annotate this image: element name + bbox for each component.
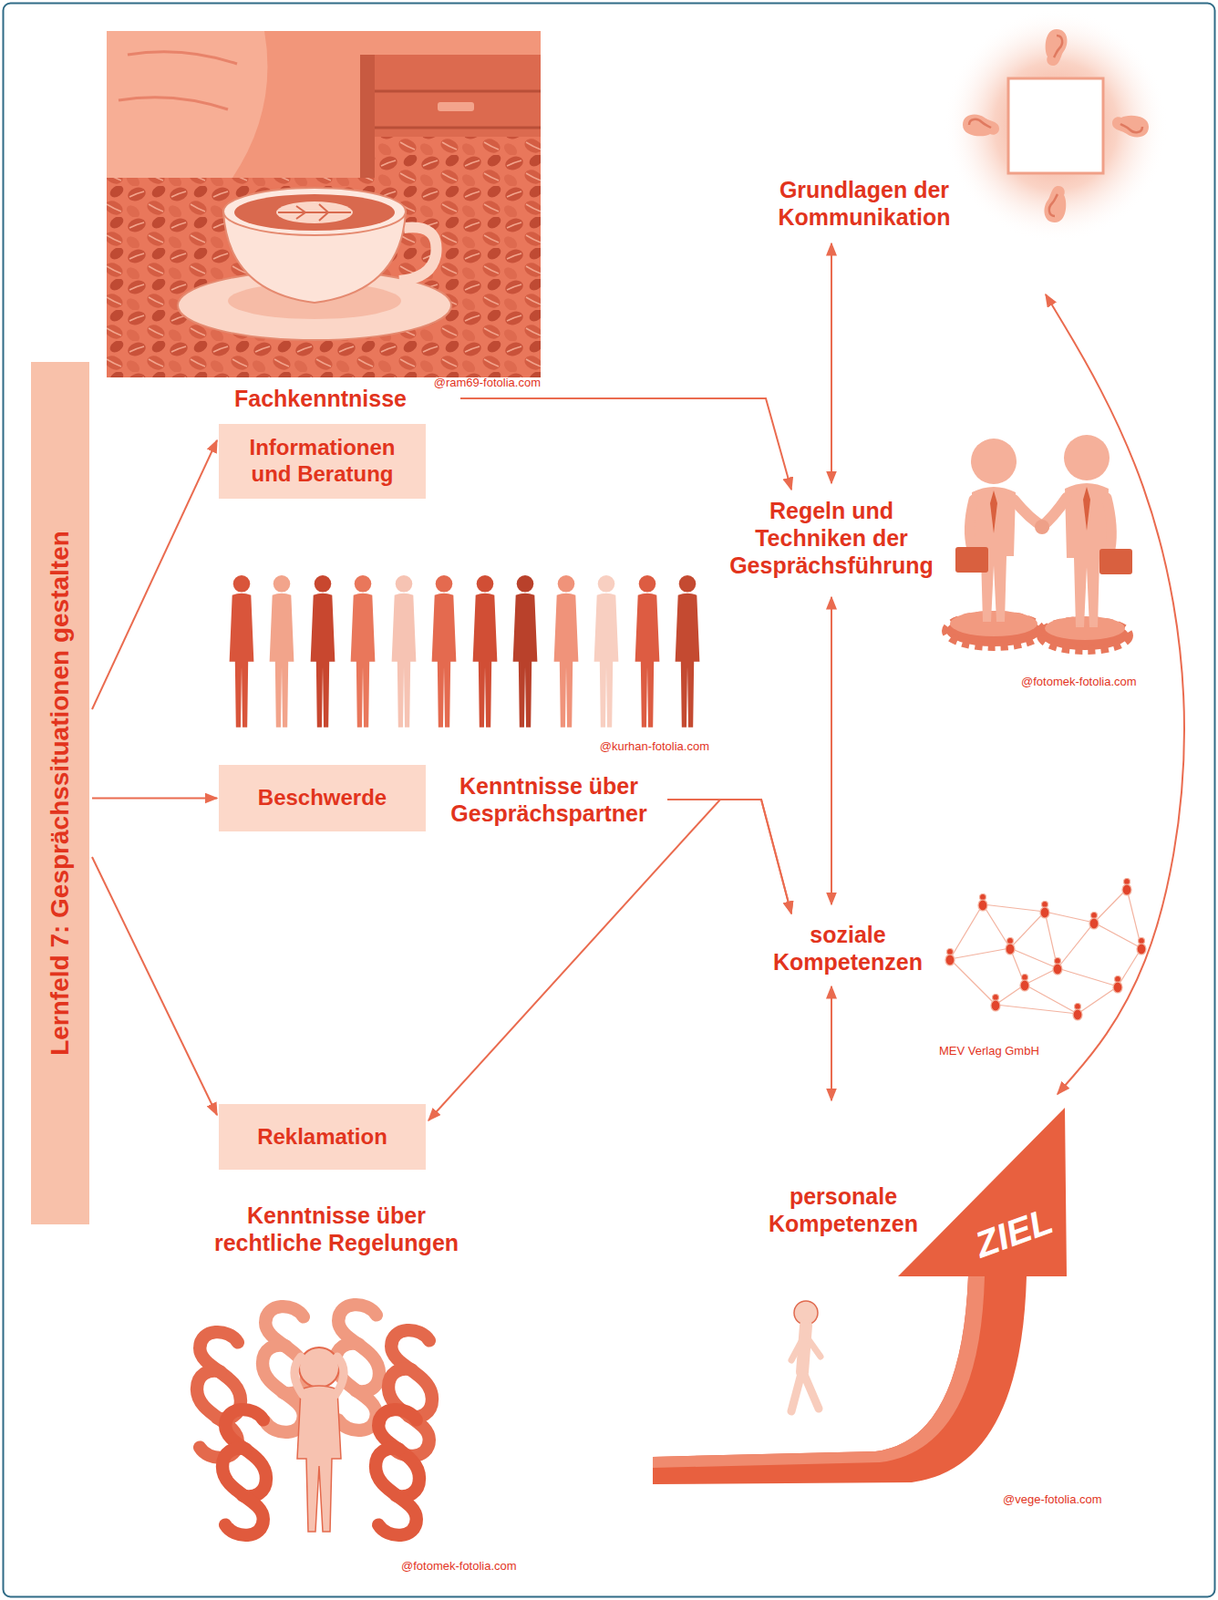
page-frame bbox=[3, 3, 1216, 1598]
competence-text: Grundlagen der Kommunikation bbox=[759, 175, 970, 231]
node-text: Fachkenntnisse bbox=[234, 384, 444, 413]
connector-arrow bbox=[1045, 294, 1185, 1095]
connector-arrow bbox=[428, 799, 792, 1121]
knowledge-text: Kenntnisse über rechtliche Regelungen bbox=[199, 1201, 474, 1257]
topic-box: Informationen und Beratung bbox=[218, 423, 426, 499]
handshake-picture bbox=[946, 434, 1133, 651]
connector-arrow bbox=[460, 398, 792, 490]
photo-credit: MEV Verlag GmbH bbox=[939, 1044, 1040, 1059]
node-text: Grundlagen der Kommunikation bbox=[759, 175, 970, 231]
network-picture bbox=[945, 878, 1146, 1022]
node-text: personale Kompetenzen bbox=[752, 1182, 935, 1238]
knowledge-text: Kenntnisse über Gesprächspartner bbox=[439, 772, 659, 827]
connector-arrow bbox=[830, 597, 833, 905]
node-text: Kenntnisse über Gesprächspartner bbox=[439, 772, 659, 827]
topic-band: Lernfeld 7: Gesprächssituationen gestalt… bbox=[30, 361, 90, 1225]
connector-arrow bbox=[92, 440, 217, 710]
competence-text: soziale Kompetenzen bbox=[756, 920, 940, 976]
node-text: soziale Kompetenzen bbox=[756, 920, 940, 976]
law-picture bbox=[196, 1304, 433, 1536]
photo-credit: @vege-fotolia.com bbox=[1002, 1493, 1103, 1508]
topic-box: Beschwerde bbox=[218, 764, 426, 832]
node-text: Reklamation bbox=[231, 1124, 413, 1151]
coffee-photo bbox=[106, 30, 541, 378]
node-text: Kenntnisse über rechtliche Regelungen bbox=[199, 1201, 474, 1257]
people-picture bbox=[229, 575, 701, 728]
knowledge-text: Fachkenntnisse bbox=[234, 384, 444, 413]
node-text: Beschwerde bbox=[231, 784, 413, 812]
ears-picture bbox=[943, 9, 1168, 243]
goal-arrow-picture bbox=[652, 1107, 1067, 1485]
connector-arrow bbox=[830, 243, 833, 484]
photo-credit: @fotomek-fotolia.com bbox=[401, 1559, 517, 1574]
connector-arrow bbox=[667, 799, 792, 914]
photo-credit: @ram69-fotolia.com bbox=[433, 376, 541, 391]
connector-arrow bbox=[92, 797, 217, 800]
competence-text: Regeln und Techniken der Gesprächsführun… bbox=[722, 496, 941, 579]
node-text: Lernfeld 7: Gesprächssituationen gestalt… bbox=[44, 530, 76, 1056]
connector-arrow bbox=[92, 856, 217, 1115]
photo-credit: @fotomek-fotolia.com bbox=[1021, 675, 1137, 690]
connector-arrow bbox=[830, 986, 833, 1101]
topic-box: Reklamation bbox=[218, 1104, 426, 1170]
node-text: Regeln und Techniken der Gesprächsführun… bbox=[722, 496, 941, 579]
node-text: Informationen und Beratung bbox=[231, 434, 413, 488]
competence-text: personale Kompetenzen bbox=[752, 1182, 935, 1238]
photo-credit: @kurhan-fotolia.com bbox=[599, 740, 710, 754]
